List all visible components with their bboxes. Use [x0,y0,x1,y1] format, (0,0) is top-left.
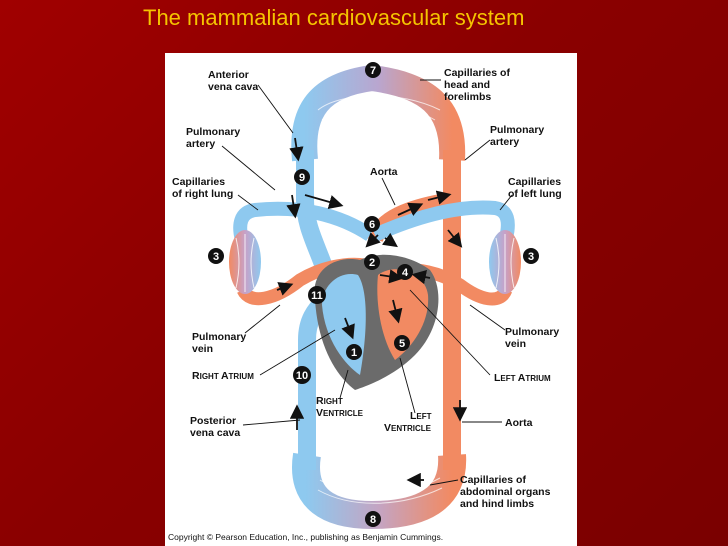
number-markers: 7 9 6 3 2 4 3 11 5 1 10 8 [208,62,539,527]
slide-title: The mammalian cardiovascular system [143,5,525,30]
marker-3-right: 3 [523,248,539,264]
pulmonary-artery-to-left-lung [372,200,515,242]
label-aorta-top: Aorta [370,166,398,178]
label-left-atrium: LEFT ATRIUM [494,372,551,384]
right-lung-capillaries [229,230,261,294]
label-right-atrium: RIGHT ATRIUM [192,370,254,382]
marker-6: 6 [364,216,380,232]
svg-text:6: 6 [369,219,375,231]
svg-text:3: 3 [213,251,219,263]
marker-11: 11 [308,286,326,304]
svg-text:11: 11 [311,290,323,302]
svg-text:1: 1 [351,347,357,359]
marker-3-left: 3 [208,248,224,264]
svg-text:5: 5 [399,338,405,350]
svg-text:7: 7 [370,65,376,77]
flow-arrows [276,137,468,488]
leader-lines [221,79,513,486]
svg-text:9: 9 [299,172,305,184]
marker-9: 9 [294,169,310,185]
capillaries-head-bed [291,64,466,162]
svg-text:8: 8 [370,514,376,526]
marker-1: 1 [346,344,362,360]
svg-text:4: 4 [402,267,409,279]
marker-8: 8 [365,511,381,527]
left-lung-capillaries [489,230,521,294]
right-heart-chambers [322,274,366,375]
marker-4: 4 [397,264,413,280]
marker-7: 7 [365,62,381,78]
marker-10: 10 [293,366,311,384]
svg-text:2: 2 [369,257,375,269]
left-heart-chambers [377,269,429,360]
label-aorta-bottom: Aorta [505,417,533,429]
marker-5: 5 [394,335,410,351]
pulmonary-artery-to-right-lung [233,201,374,242]
marker-2: 2 [364,254,380,270]
svg-text:10: 10 [296,370,308,382]
svg-text:3: 3 [528,251,534,263]
copyright-notice: Copyright © Pearson Education, Inc., pub… [168,532,443,542]
